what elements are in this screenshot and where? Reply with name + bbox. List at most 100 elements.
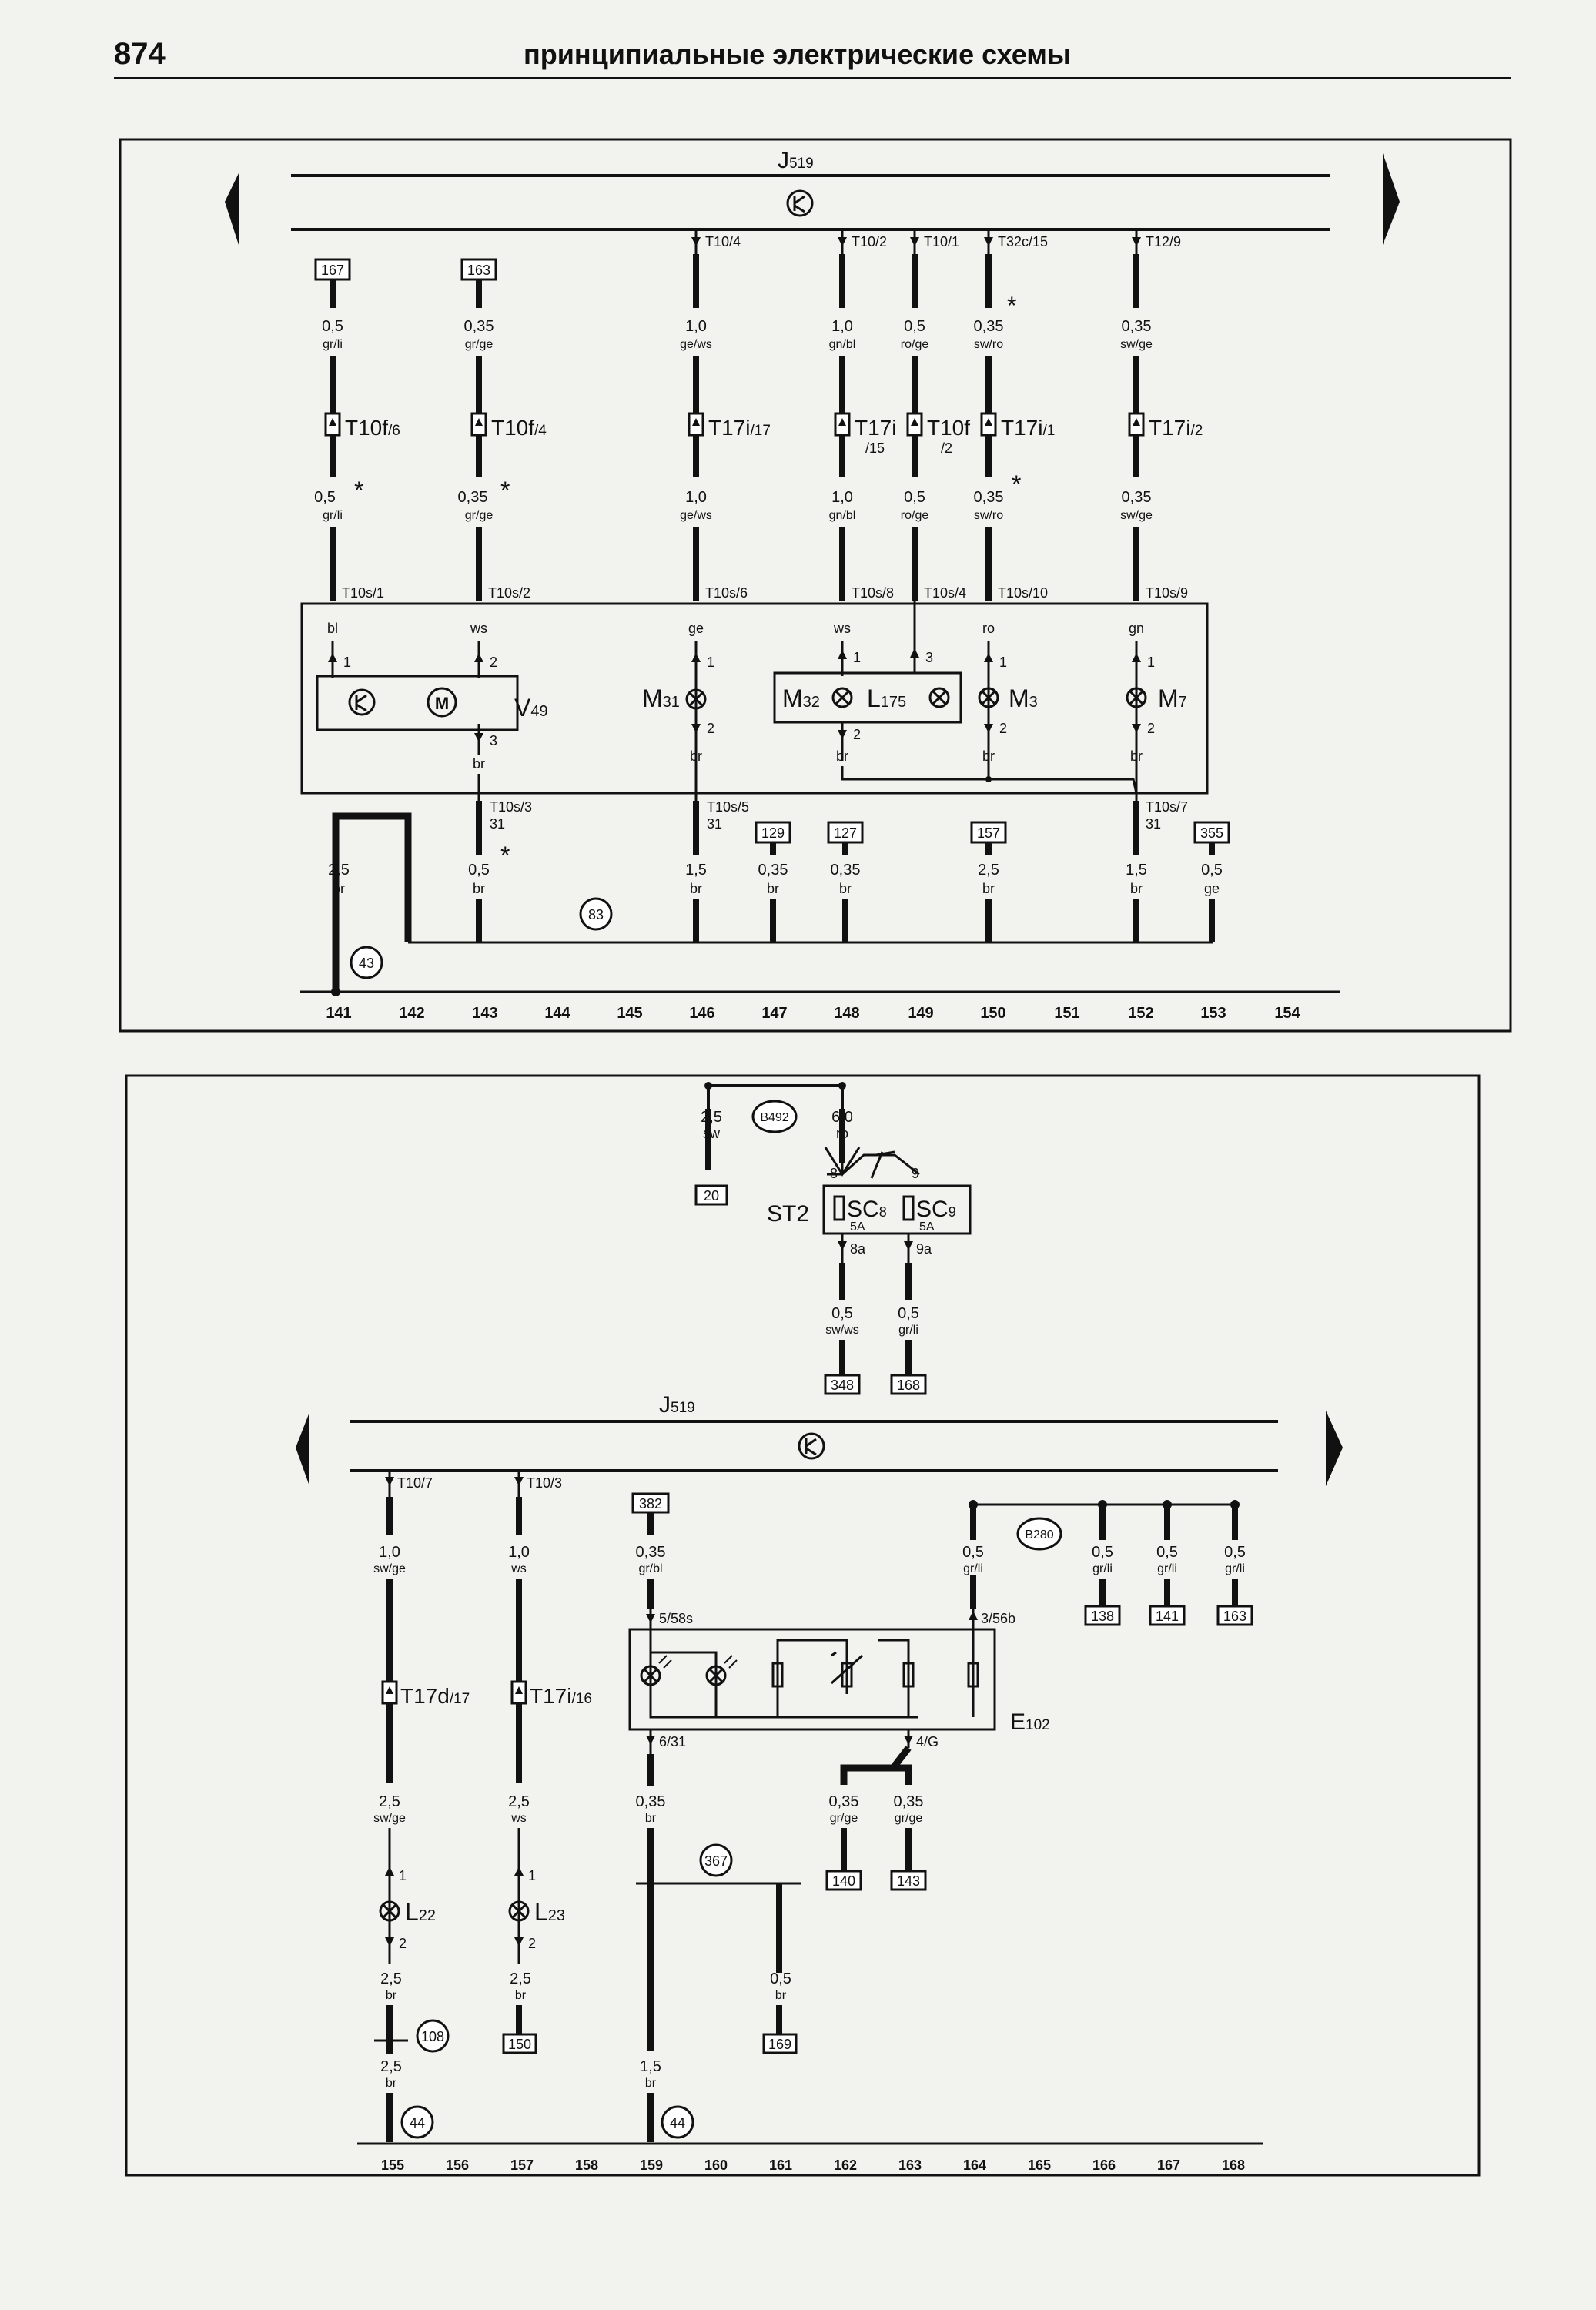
ref-157: 157 [977, 825, 1000, 841]
gauge: 2,5 [701, 1109, 722, 1126]
pin-label: 8a [850, 1241, 866, 1257]
node-label: B280 [1025, 1528, 1053, 1542]
color-code: gr/li [1092, 1562, 1113, 1575]
gauge: 1,0 [685, 318, 707, 335]
pin-number: 1 [1147, 654, 1155, 670]
color-code: ws [470, 621, 487, 636]
connector-pin: /15 [865, 440, 885, 456]
column-number: 148 [834, 1005, 859, 1022]
terminal-number: 31 [1146, 816, 1161, 832]
gauge: 2,5 [380, 2058, 402, 2075]
pin-number: 2 [707, 721, 714, 736]
connector-label: T17i/17 [708, 416, 771, 440]
wire-m3: T32c/15 * 0,35 sw/ro T17i/1 0,35 * sw/ro… [970, 229, 1055, 942]
color-code: br [836, 748, 848, 764]
fuse-rating: 5A [919, 1220, 935, 1234]
ref-150: 150 [508, 2037, 531, 2052]
fan-163: 0,5 gr/li 163 [1216, 1500, 1253, 1626]
ref-129: 129 [761, 825, 785, 841]
color-code: sw [703, 1126, 721, 1141]
color-code: br [386, 2077, 397, 2090]
header-rule [114, 77, 1511, 79]
pin-label: T10/3 [527, 1475, 562, 1491]
gauge: 0,5 [904, 318, 925, 335]
connector-plug-icon [1128, 412, 1145, 437]
node-label: 367 [704, 1853, 728, 1869]
pin-number: 2 [1147, 721, 1155, 736]
gauge: 2,5 [508, 1793, 530, 1810]
right-arrow-icon [1383, 153, 1400, 245]
gauge: 1,0 [508, 1544, 530, 1561]
color-code: ro/ge [901, 338, 929, 351]
v49-transistor-icon [348, 688, 376, 716]
gauge: 0,5 [898, 1305, 919, 1322]
color-code: br [982, 748, 995, 764]
gauge: 2,5 [380, 1970, 402, 1987]
fuse-rating: 5A [850, 1220, 865, 1234]
pin-number: 9 [912, 1166, 919, 1181]
gauge: 0,35 [894, 1793, 924, 1810]
wire-m32: T10/2 1,0 gn/bl T17i /15 1,0 gn/bl T10s/… [829, 229, 1138, 794]
gauge: 1,5 [685, 862, 707, 879]
column-number: 165 [1028, 2158, 1051, 2173]
j519-transistor-icon [798, 1432, 825, 1460]
column-number: 154 [1274, 1005, 1300, 1022]
color-code: gr/ge [895, 1812, 923, 1825]
connector-plug-icon [381, 1680, 398, 1705]
bottom-column-numbers: 155 156 157 158 159 160 161 162 163 164 … [381, 2158, 1245, 2173]
color-code: br [982, 881, 995, 896]
connector-plug-icon [470, 412, 487, 437]
column-number: 166 [1092, 2158, 1116, 2173]
color-code: br [690, 748, 702, 764]
connector-plug-icon [906, 412, 923, 437]
motor-letter: M [435, 694, 449, 713]
color-code: br [775, 1989, 787, 2002]
gauge: 0,5 [1201, 862, 1223, 879]
pin-label: T10s/2 [488, 585, 530, 601]
st2-fuse-block: 2,5 sw 20 B492 6,0 ro 8 9 ST2 SC8 5A SC9… [694, 1082, 972, 1395]
node-b492 [751, 1100, 798, 1133]
wire-l23: T10/3 1,0 ws T17i/16 2,5 ws 1 L23 2 2,5 … [502, 1471, 592, 2054]
color-code: sw/ro [974, 509, 1003, 522]
fuse-icon [833, 1195, 845, 1221]
color-code: br [1130, 881, 1143, 896]
pin-label: T10s/4 [924, 585, 966, 601]
ref-127: 127 [834, 825, 857, 841]
column-number: 142 [399, 1005, 424, 1022]
column-number: 162 [834, 2158, 857, 2173]
color-code: br [645, 1812, 657, 1825]
ref-382: 382 [639, 1496, 662, 1512]
connector-plug-icon [980, 412, 997, 437]
e102-label: E102 [1010, 1709, 1050, 1735]
column-number: 161 [769, 2158, 792, 2173]
gauge: 0,5 [962, 1544, 984, 1561]
j519-label-bottom: J519 [659, 1392, 695, 1418]
pin-label: 3/56b [981, 1611, 1015, 1626]
connector-label: T10f [927, 416, 970, 440]
gauge: 0,5 [1224, 1544, 1246, 1561]
color-code: sw/ws [825, 1324, 859, 1337]
connector-label: T10f/6 [345, 416, 400, 440]
wire-l22: T10/7 1,0 sw/ge T17d/17 2,5 sw/ge 1 L22 … [373, 1471, 470, 2142]
top-panel: J519 167 0,5 gr/li T10f/6 0,5 * gr/li T1… [119, 138, 1512, 1033]
color-code: gn/bl [829, 509, 856, 522]
column-number: 159 [640, 2158, 663, 2173]
connector-plug-icon [688, 412, 704, 437]
pin-number: 1 [999, 654, 1007, 670]
ref-348: 348 [831, 1378, 854, 1393]
pin-label: 6/31 [659, 1734, 686, 1749]
pin-label: T10s/7 [1146, 799, 1188, 815]
color-code: gr/li [1157, 1562, 1177, 1575]
gauge: 0,5 [322, 318, 343, 335]
column-number: 141 [326, 1005, 351, 1022]
gauge: 0,5 [1092, 1544, 1113, 1561]
color-code: ge [1204, 881, 1220, 896]
m32-l175-housing [773, 671, 962, 724]
gauge: 0,35 [458, 489, 488, 506]
column-number: 160 [704, 2158, 728, 2173]
gauge: 1,5 [1126, 862, 1147, 879]
m32-label: M32 [782, 685, 820, 712]
pin-label: T10s/3 [490, 799, 532, 815]
color-code: sw/ge [1120, 509, 1153, 522]
